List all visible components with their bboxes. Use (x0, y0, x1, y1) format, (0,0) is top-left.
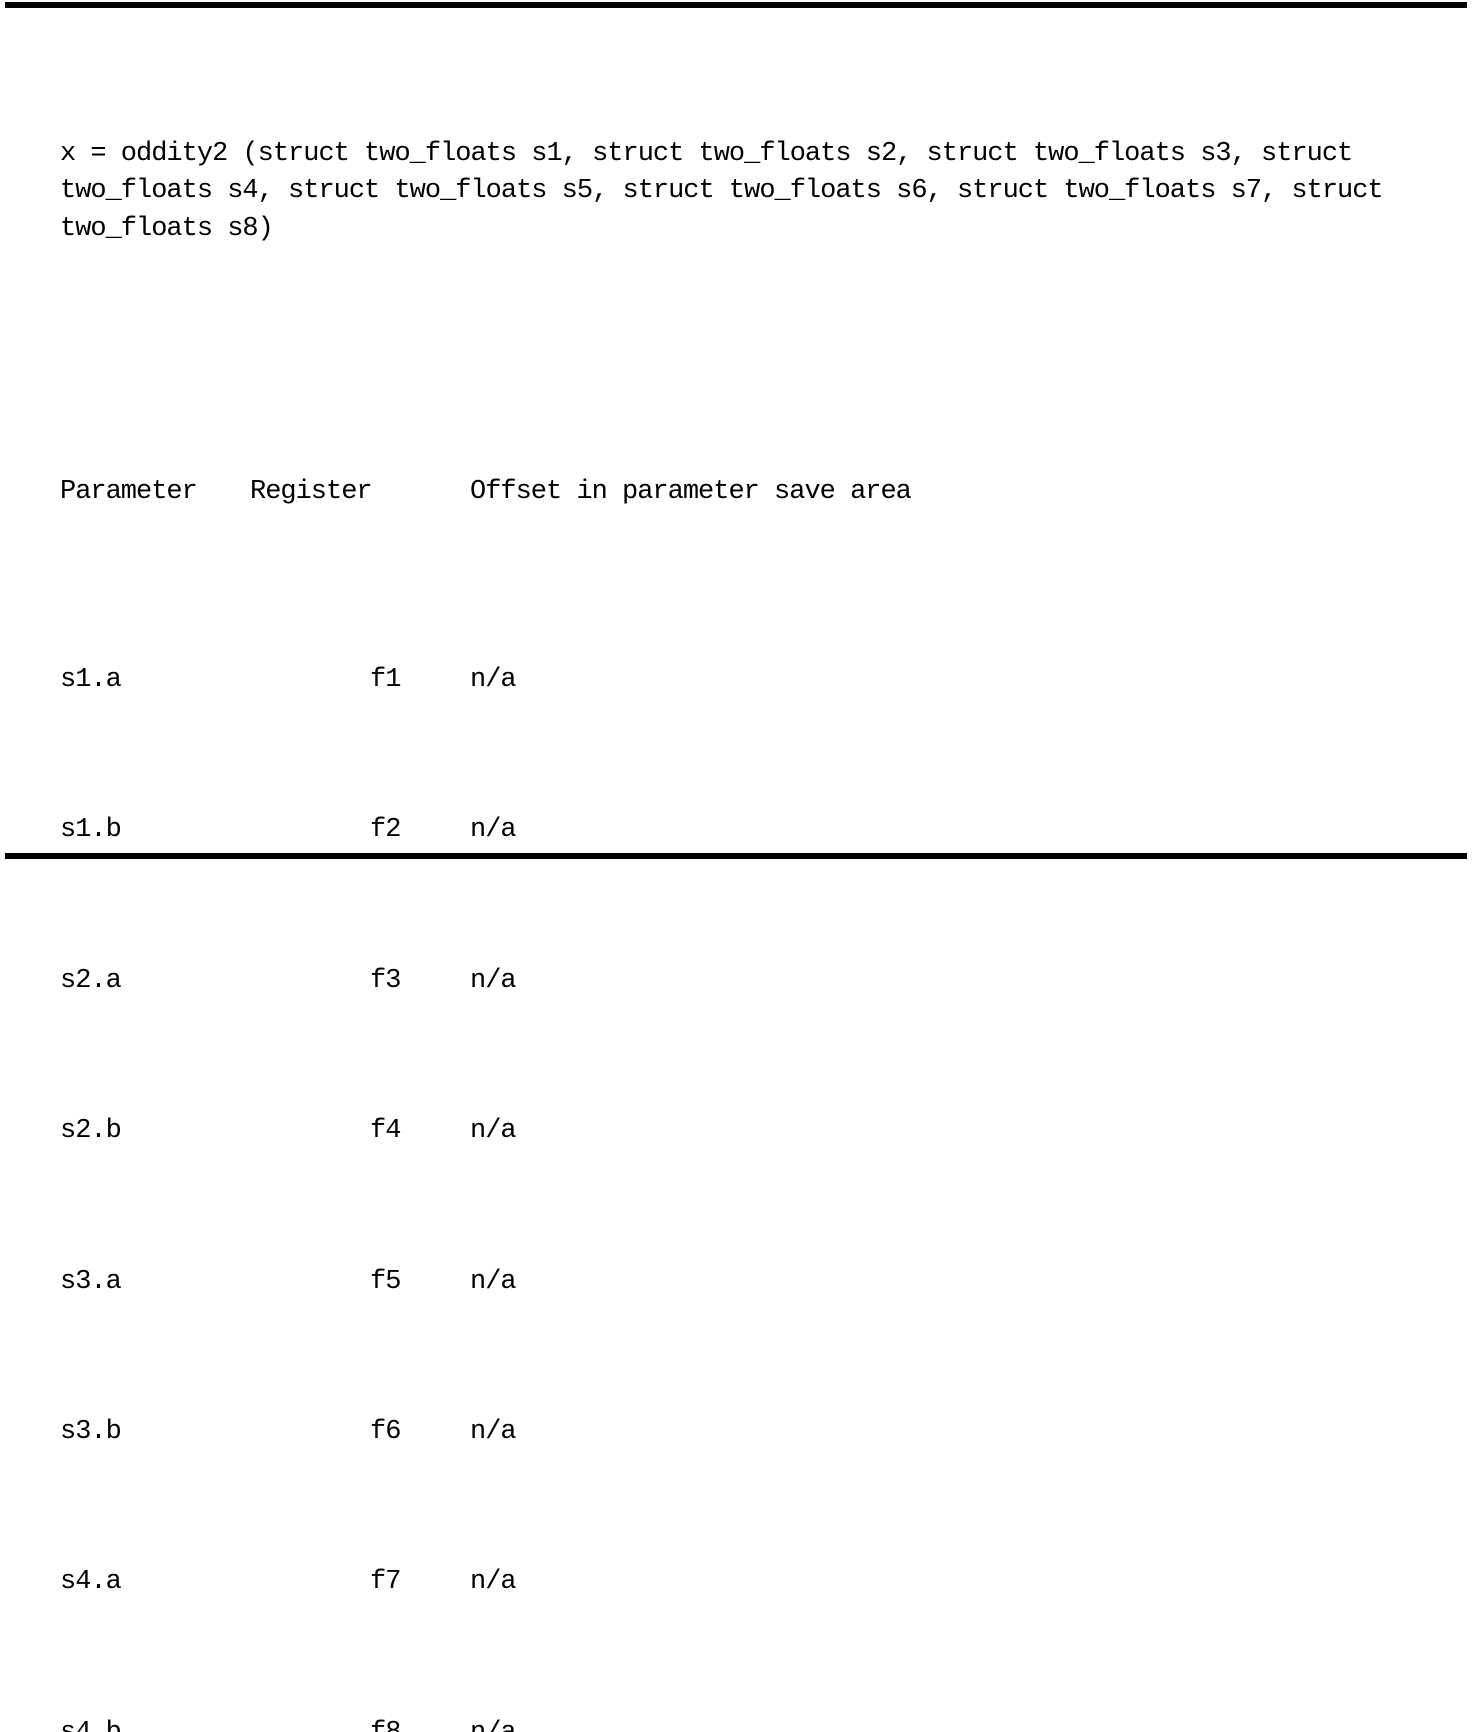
table-row: s3.b f6 n/a (60, 1414, 1472, 1452)
cell-register: f7 (370, 1567, 401, 1598)
cell-register: f5 (370, 1266, 401, 1297)
cell-register: f2 (370, 815, 401, 846)
top-rule (5, 2, 1467, 8)
header-offset: Offset in parameter save area (470, 477, 912, 508)
cell-register: f6 (370, 1416, 401, 1447)
cell-parameter: s4.a (60, 1567, 122, 1598)
table-row: s4.b f8 n/a (60, 1715, 1472, 1732)
cell-register: f4 (370, 1116, 401, 1147)
figure-example: x = oddity2 (struct two_floats s1, struc… (60, 23, 1472, 1732)
cell-offset: n/a (470, 1266, 517, 1297)
table-row: s3.a f5 n/a (60, 1264, 1472, 1302)
cell-offset: n/a (470, 1116, 517, 1147)
cell-register: f3 (370, 965, 401, 996)
cell-offset: n/a (470, 1715, 517, 1732)
cell-register: f8 (370, 1715, 401, 1732)
table-header-row: Parameter Register Offset in parameter s… (60, 474, 1472, 512)
cell-parameter: s1.b (60, 815, 122, 846)
header-parameter: Parameter (60, 477, 198, 508)
cell-offset: n/a (470, 665, 517, 696)
cell-parameter: s1.a (60, 665, 122, 696)
cell-parameter: s4.b (60, 1715, 122, 1732)
table-row: s1.b f2 n/a (60, 812, 1472, 850)
parameter-table: Parameter Register Offset in parameter s… (60, 399, 1472, 1732)
cell-parameter: s3.a (60, 1266, 122, 1297)
bottom-rule (5, 853, 1467, 859)
table-body: s1.a f1 n/a s1.b f2 n/a s2.a f3 n/a s2.b… (60, 587, 1472, 1732)
cell-parameter: s3.b (60, 1416, 122, 1447)
table-row: s2.b f4 n/a (60, 1113, 1472, 1151)
cell-parameter: s2.a (60, 965, 122, 996)
cell-parameter: s2.b (60, 1116, 122, 1147)
table-row: s2.a f3 n/a (60, 963, 1472, 1001)
table-row: s1.a f1 n/a (60, 662, 1472, 700)
function-signature: x = oddity2 (struct two_floats s1, struc… (60, 138, 1384, 244)
table-row: s4.a f7 n/a (60, 1564, 1472, 1602)
header-register: Register (250, 477, 373, 508)
cell-offset: n/a (470, 965, 517, 996)
cell-offset: n/a (470, 1416, 517, 1447)
cell-register: f1 (370, 665, 401, 696)
cell-offset: n/a (470, 815, 517, 846)
cell-offset: n/a (470, 1567, 517, 1598)
